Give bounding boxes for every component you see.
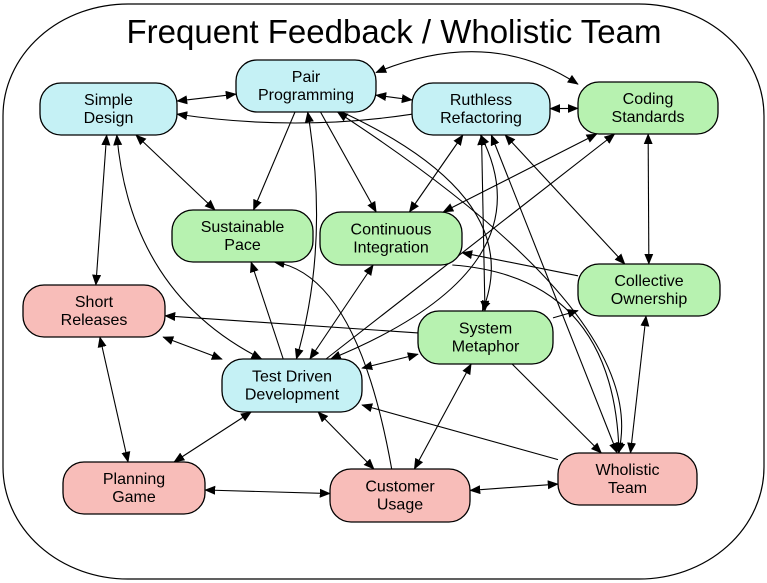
edge-system-metaphor-to-collective-ownership xyxy=(552,309,579,319)
edge-system-metaphor-to-test-driven-development xyxy=(361,352,419,371)
edge-short-releases-to-planning-game xyxy=(97,336,131,463)
edge-short-releases-to-test-driven-development xyxy=(162,336,223,360)
node-shape-customer-usage[interactable] xyxy=(329,468,471,523)
edge-pair-programming-to-ruthless-refactoring xyxy=(375,92,413,104)
node-shape-coding-standards[interactable] xyxy=(577,81,719,135)
edge-continuous-integration-to-wholistic-team xyxy=(452,264,624,454)
node-shape-pair-programming[interactable] xyxy=(235,59,377,113)
node-shape-collective-ownership[interactable] xyxy=(577,263,721,317)
edge-pair-programming-to-continuous-integration xyxy=(320,111,377,213)
edge-ruthless-refactoring-to-system-metaphor xyxy=(477,134,490,312)
edge-test-driven-development-to-sustainable-pace xyxy=(250,261,284,360)
edge-continuous-integration-to-test-driven-development xyxy=(309,264,374,360)
edge-simple-design-to-sustainable-pace xyxy=(135,134,216,211)
diagram-title: Frequent Feedback / Wholistic Team xyxy=(127,13,662,50)
edge-system-metaphor-to-customer-usage xyxy=(413,363,472,470)
edge-customer-usage-to-wholistic-team xyxy=(469,480,559,495)
node-shape-ruthless-refactoring[interactable] xyxy=(411,82,551,136)
node-shape-short-releases[interactable] xyxy=(22,284,166,338)
edge-pair-programming-to-coding-standards xyxy=(375,51,579,85)
edge-planning-game-to-customer-usage xyxy=(204,485,331,498)
edge-customer-usage-to-sustainable-pace xyxy=(273,259,393,470)
node-shape-simple-design[interactable] xyxy=(39,82,178,136)
node-shape-planning-game[interactable] xyxy=(62,461,206,515)
edge-wholistic-team-to-test-driven-development xyxy=(361,403,559,461)
edge-coding-standards-to-continuous-integration xyxy=(442,133,598,213)
node-shape-wholistic-team[interactable] xyxy=(557,452,698,506)
edge-simple-design-to-short-releases xyxy=(92,134,111,286)
edge-planning-game-to-test-driven-development xyxy=(173,411,252,463)
edge-ruthless-refactoring-to-collective-ownership xyxy=(504,134,626,265)
diagram-border xyxy=(2,3,765,580)
edge-simple-design-to-test-driven-development xyxy=(113,134,263,360)
edge-test-driven-development-to-coding-standards xyxy=(325,133,616,360)
edge-simple-design-to-pair-programming xyxy=(176,90,237,105)
edge-collective-ownership-to-continuous-integration xyxy=(461,250,579,277)
edges-layer xyxy=(92,51,654,498)
edge-ruthless-refactoring-to-simple-design xyxy=(176,111,413,124)
node-shape-test-driven-development[interactable] xyxy=(221,358,363,413)
node-shape-continuous-integration[interactable] xyxy=(319,211,463,266)
edge-pair-programming-to-sustainable-pace xyxy=(253,111,296,211)
edge-collective-ownership-to-wholistic-team xyxy=(627,315,650,454)
edge-pair-programming-to-test-driven-development xyxy=(294,111,318,360)
edge-system-metaphor-to-short-releases xyxy=(164,312,419,334)
edge-customer-usage-to-test-driven-development xyxy=(317,411,375,470)
edge-system-metaphor-to-wholistic-team xyxy=(511,363,602,454)
node-shape-system-metaphor[interactable] xyxy=(417,310,554,365)
edge-coding-standards-to-collective-ownership xyxy=(643,133,654,265)
node-shape-sustainable-pace[interactable] xyxy=(171,209,314,263)
edge-ruthless-refactoring-to-continuous-integration xyxy=(408,134,464,213)
